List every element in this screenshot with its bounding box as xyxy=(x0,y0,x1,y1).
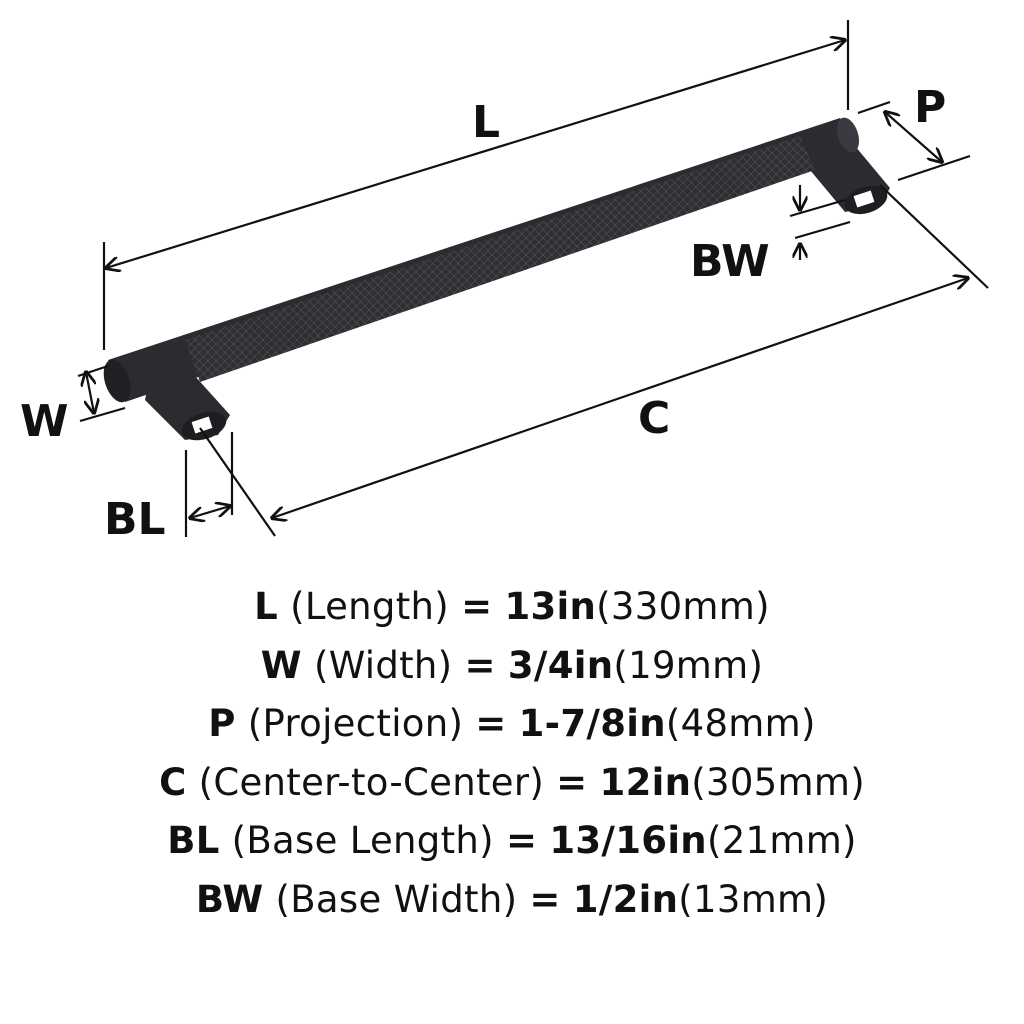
label-L: L xyxy=(472,97,500,148)
spec-letter: BL xyxy=(167,819,220,862)
spec-metric: (19mm) xyxy=(613,643,764,687)
spec-letter: W xyxy=(260,643,302,687)
spec-metric: (13mm) xyxy=(678,877,829,921)
spec-imperial: 13in xyxy=(504,585,597,628)
spec-letter: BW xyxy=(195,877,264,921)
spec-eq: = xyxy=(464,643,496,687)
left-post xyxy=(145,365,230,441)
dimension-BW xyxy=(789,185,851,260)
spec-letter: P xyxy=(208,702,236,745)
dimension-P xyxy=(857,100,971,182)
spec-eq: = xyxy=(461,585,493,628)
spec-letter: L xyxy=(254,585,279,628)
spec-imperial: 1/2in xyxy=(572,877,679,921)
spec-letter: C xyxy=(159,760,187,804)
spec-base-length: BL (Base Length) = 13/16in(21mm) xyxy=(0,812,1024,871)
spec-base-width: BW (Base Width) = 1/2in(13mm) xyxy=(0,871,1024,930)
spec-imperial: 1-7/8in xyxy=(518,702,666,745)
dimension-C xyxy=(199,184,989,537)
dimension-BL xyxy=(184,432,232,537)
spec-width: W (Width) = 3/4in(19mm) xyxy=(0,637,1024,696)
spec-center-to-center: C (Center-to-Center) = 12in(305mm) xyxy=(0,754,1024,813)
label-W: W xyxy=(20,396,69,447)
dimension-L xyxy=(104,20,850,350)
label-P: P xyxy=(914,82,946,133)
spec-eq: = xyxy=(505,819,538,862)
spec-eq: = xyxy=(529,877,561,921)
spec-metric: (305mm) xyxy=(691,760,865,804)
spec-eq: = xyxy=(556,760,588,804)
spec-name: (Base Width) xyxy=(275,877,518,921)
spec-imperial: 3/4in xyxy=(507,643,614,687)
spec-eq: = xyxy=(475,702,507,745)
label-BW: BW xyxy=(690,236,770,287)
spec-name: (Width) xyxy=(313,643,453,687)
spec-list: L (Length) = 13in(330mm) W (Width) = 3/4… xyxy=(0,578,1024,929)
spec-name: (Base Length) xyxy=(231,819,494,862)
spec-metric: (48mm) xyxy=(665,702,816,745)
label-BL: BL xyxy=(104,494,166,545)
handle-dimension-drawing: L P BW C W BL xyxy=(20,20,989,545)
spec-metric: (21mm) xyxy=(706,819,857,862)
spec-projection: P (Projection) = 1-7/8in(48mm) xyxy=(0,695,1024,754)
dimension-W xyxy=(77,364,126,423)
spec-metric: (330mm) xyxy=(596,585,770,628)
spec-length: L (Length) = 13in(330mm) xyxy=(0,578,1024,637)
spec-imperial: 13/16in xyxy=(549,819,707,862)
spec-name: (Length) xyxy=(290,585,449,628)
label-C: C xyxy=(638,393,670,444)
spec-name: (Projection) xyxy=(247,702,464,745)
spec-imperial: 12in xyxy=(599,760,692,804)
spec-name: (Center-to-Center) xyxy=(198,760,545,804)
